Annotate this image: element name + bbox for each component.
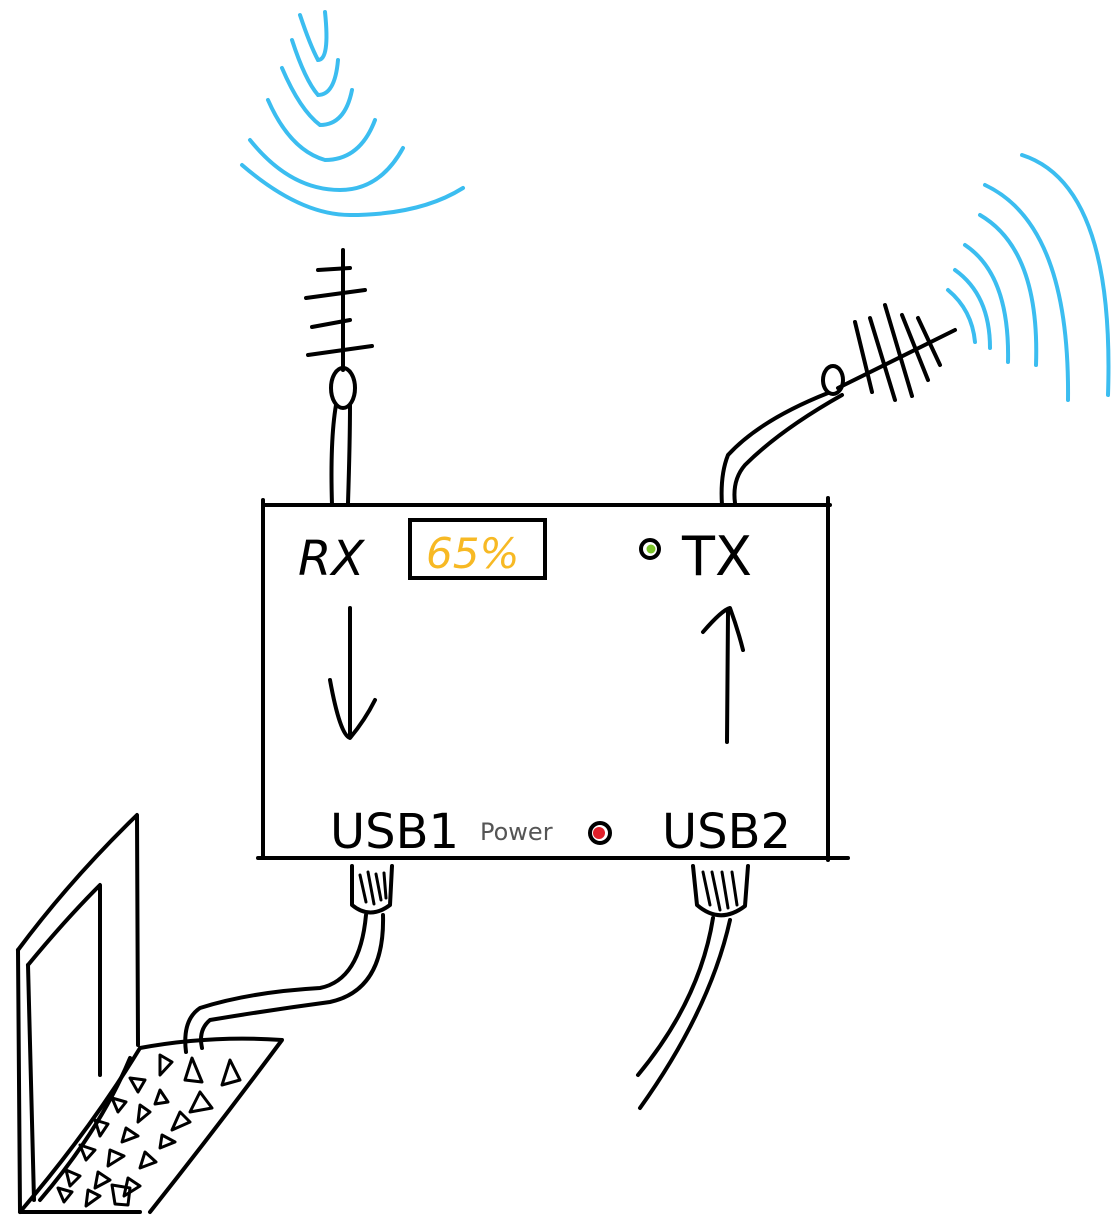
rx-antenna-icon: [304, 248, 374, 507]
power-label: Power: [480, 818, 553, 846]
usb2-label: USB2: [662, 804, 791, 860]
tx-led: [639, 538, 661, 560]
tx-up-arrow: [701, 606, 745, 744]
tx-signal-waves: [946, 153, 1111, 402]
rx-signal-waves: [240, 10, 465, 218]
tx-label: TX: [681, 525, 752, 588]
rx-label: RX: [298, 531, 365, 587]
laptop-keyboard: [56, 1053, 242, 1208]
tx-antenna-icon: [719, 303, 957, 507]
display-value: 65%: [426, 529, 519, 578]
usb2-cable: [636, 864, 750, 1110]
usb1-label: USB1: [330, 804, 459, 860]
laptop-icon: [16, 813, 284, 1214]
power-led: [588, 821, 612, 845]
device-box: [256, 496, 850, 862]
usb1-cable: [183, 864, 394, 1054]
rx-down-arrow: [328, 606, 377, 740]
level-display: 65%: [408, 518, 547, 580]
